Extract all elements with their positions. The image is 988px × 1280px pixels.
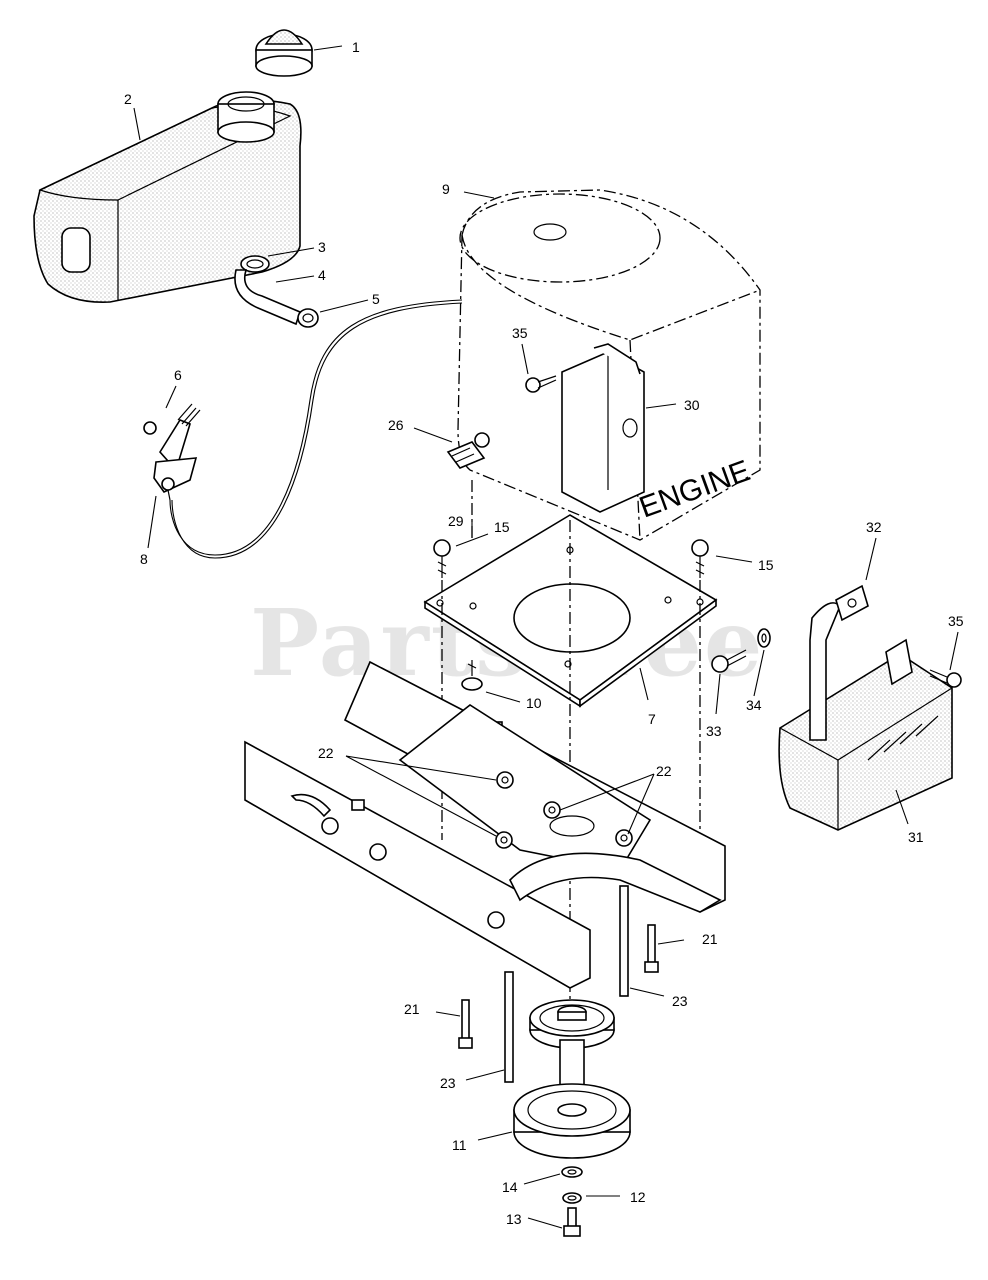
muffler-washer bbox=[757, 628, 771, 648]
exhaust-gasket bbox=[835, 584, 869, 622]
muffler bbox=[778, 602, 953, 831]
nut-2 bbox=[495, 831, 513, 849]
callout-22-left: 22 bbox=[318, 745, 334, 761]
callout-12: 12 bbox=[630, 1189, 646, 1205]
washer-12 bbox=[562, 1192, 582, 1204]
callout-22-right: 22 bbox=[656, 763, 672, 779]
short-bolt-right bbox=[644, 924, 659, 973]
callout-32: 32 bbox=[866, 519, 882, 535]
hose-clamp-lower bbox=[297, 308, 319, 328]
lower-pulley bbox=[513, 1083, 631, 1159]
callout-23-right: 23 bbox=[672, 993, 688, 1009]
callout-14: 14 bbox=[502, 1179, 518, 1195]
callout-33: 33 bbox=[706, 723, 722, 739]
hose-clamp-upper bbox=[240, 255, 270, 273]
engine-label: ENGINE bbox=[635, 454, 754, 524]
callout-35-engine: 35 bbox=[512, 325, 528, 341]
callout-labels: 1 2 3 4 5 6 8 9 35 30 26 29 15 15 32 35 … bbox=[124, 39, 964, 1227]
fuel-cap bbox=[255, 29, 313, 77]
fuel-fitting bbox=[446, 432, 490, 469]
engine-bracket bbox=[561, 343, 645, 513]
callout-11: 11 bbox=[452, 1137, 467, 1153]
callout-26: 26 bbox=[388, 417, 404, 433]
callout-13: 13 bbox=[506, 1211, 522, 1227]
callout-1: 1 bbox=[352, 39, 360, 55]
fuel-hose bbox=[234, 269, 301, 326]
callout-9: 9 bbox=[442, 181, 450, 197]
plate-bolt bbox=[461, 660, 483, 691]
muffler-nut bbox=[711, 649, 747, 673]
callout-30: 30 bbox=[684, 397, 700, 413]
callout-4: 4 bbox=[318, 267, 326, 283]
bracket-screw bbox=[525, 375, 557, 393]
callout-3: 3 bbox=[318, 239, 326, 255]
long-bolt-right bbox=[619, 885, 629, 997]
fuel-tank bbox=[33, 91, 302, 303]
pulley-bolt bbox=[563, 1207, 581, 1237]
throttle-cable bbox=[169, 299, 463, 559]
callout-10: 10 bbox=[526, 695, 542, 711]
callout-34: 34 bbox=[746, 697, 762, 713]
frame-rail-front bbox=[244, 740, 591, 989]
callout-29: 29 bbox=[448, 513, 464, 529]
callout-35-muffler: 35 bbox=[948, 613, 964, 629]
callout-2: 2 bbox=[124, 91, 132, 107]
short-bolt-left bbox=[458, 999, 473, 1049]
mount-bolt-left bbox=[433, 539, 451, 578]
mount-bolt-right bbox=[691, 539, 709, 578]
leader-lines bbox=[133, 45, 959, 1229]
callout-8: 8 bbox=[140, 551, 148, 567]
callout-23-left: 23 bbox=[440, 1075, 456, 1091]
upper-pulley bbox=[529, 999, 615, 1049]
callout-7: 7 bbox=[648, 711, 656, 727]
muffler-screw bbox=[929, 669, 962, 688]
callout-15-right: 15 bbox=[758, 557, 774, 573]
callout-21-left: 21 bbox=[404, 1001, 420, 1017]
long-bolt-left bbox=[504, 971, 514, 1083]
throttle-control bbox=[143, 403, 201, 501]
nut-1 bbox=[496, 771, 514, 789]
callout-6: 6 bbox=[174, 367, 182, 383]
callout-5: 5 bbox=[372, 291, 380, 307]
nut-4 bbox=[615, 829, 633, 847]
callout-21-right: 21 bbox=[702, 931, 718, 947]
washer-14 bbox=[561, 1166, 583, 1178]
callout-15-left: 15 bbox=[494, 519, 510, 535]
callout-31: 31 bbox=[908, 829, 924, 845]
nut-3 bbox=[543, 801, 561, 819]
